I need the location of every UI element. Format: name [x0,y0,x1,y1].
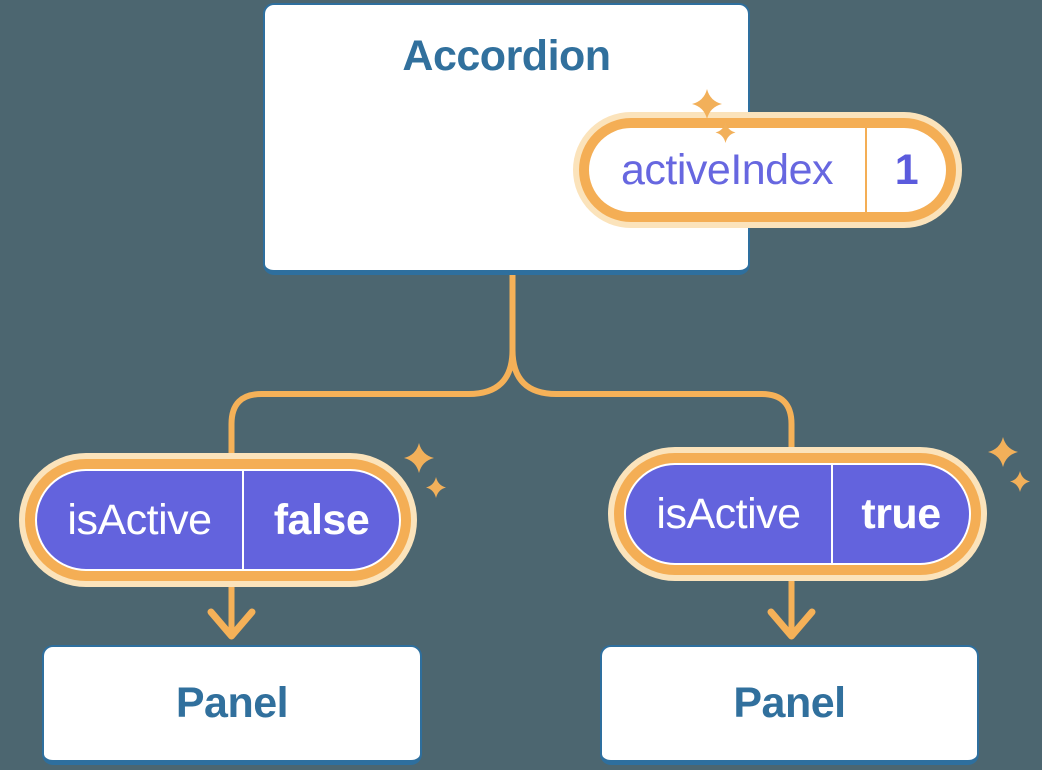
prop-pill-value: false [273,495,370,544]
accordion-node-title: Accordion [402,32,611,80]
sparkle-small-icon [1010,471,1030,492]
prop-pill-ring: isActive false [25,459,411,581]
state-pill-ring: activeIndex 1 [579,118,956,222]
panel-component-node-left: Panel [42,645,422,765]
state-pill-label: activeIndex [620,145,834,194]
prop-pill-ring: isActive true [614,453,981,575]
sparkle-large-icon [404,443,434,473]
prop-pill-label: isActive [656,489,801,538]
prop-pill-is-active-true: isActive true [608,447,987,581]
panel-node-title: Panel [175,679,289,727]
sparkle-large-icon [988,437,1018,467]
prop-pill-body: isActive false [35,469,401,571]
prop-pill-value: true [861,489,941,538]
state-pill-active-index: activeIndex 1 [573,112,962,228]
panel-node-title: Panel [733,679,846,727]
prop-pill-body: isActive true [624,463,971,565]
state-pill-divider [865,128,867,212]
state-pill-body: activeIndex 1 [589,128,946,212]
accordion-component-node: Accordion activeIndex 1 [263,3,962,275]
panel-component-node-right: Panel [600,645,979,765]
arrow-down-left-icon [207,608,256,640]
state-pill-value: 1 [894,145,919,194]
prop-pill-is-active-false: isActive false [19,453,417,587]
prop-pill-divider [831,465,833,563]
arrow-down-right-icon [767,608,816,640]
sparkle-small-icon [426,477,446,498]
prop-pill-label: isActive [67,495,212,544]
